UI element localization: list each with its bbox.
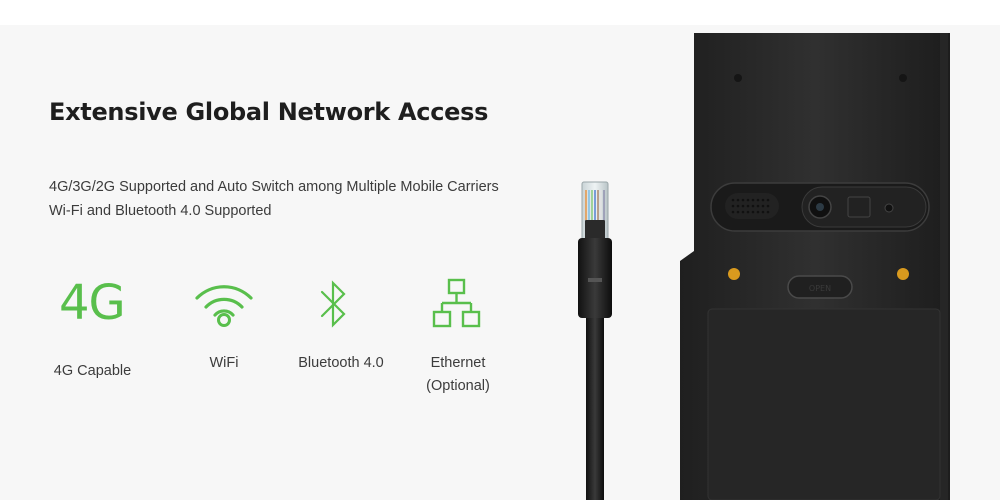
feature-wifi: WiFi xyxy=(184,352,264,375)
feature-ethernet-label-line2: (Optional) xyxy=(426,378,490,394)
description-line-1: 4G/3G/2G Supported and Auto Switch among… xyxy=(49,179,499,195)
ethernet-icon xyxy=(432,278,481,328)
feature-4g: 4G Capable xyxy=(40,360,145,383)
feature-wifi-label: WiFi xyxy=(209,355,239,371)
ethernet-cable-image xyxy=(578,181,612,500)
4g-icon: 4G xyxy=(59,275,126,331)
feature-ethernet-label-line1: Ethernet xyxy=(430,355,486,371)
feature-bluetooth: Bluetooth 4.0 xyxy=(286,352,396,375)
feature-bluetooth-label: Bluetooth 4.0 xyxy=(298,355,384,371)
wifi-icon xyxy=(195,285,253,327)
section-title: Extensive Global Network Access xyxy=(49,98,489,126)
bluetooth-icon xyxy=(320,280,346,328)
feature-4g-label: 4G Capable xyxy=(53,363,132,379)
device-image: OPEN xyxy=(680,33,950,500)
feature-ethernet: Ethernet (Optional) xyxy=(408,352,508,398)
device-open-label: OPEN xyxy=(809,284,831,293)
description-line-2: Wi-Fi and Bluetooth 4.0 Supported xyxy=(49,203,272,219)
